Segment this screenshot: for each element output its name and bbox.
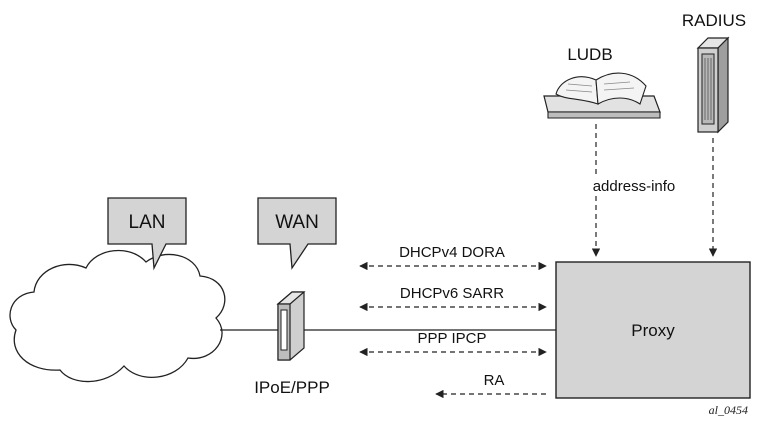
proxy-label: Proxy xyxy=(631,321,675,340)
ipoe-ppp-label: IPoE/PPP xyxy=(254,378,330,397)
lan-label: LAN xyxy=(129,212,166,233)
flow-label-ra: RA xyxy=(484,372,505,389)
flow-dhcpv6: DHCPv6 SARR xyxy=(359,285,547,312)
figure-id: al_0454 xyxy=(709,403,748,417)
flow-ra: RA xyxy=(435,372,546,399)
address-info-label: address-info xyxy=(593,178,676,195)
ludb-label: LUDB xyxy=(567,45,612,64)
cloud-icon xyxy=(9,249,226,383)
lan-callout: LAN xyxy=(107,197,187,271)
book-icon xyxy=(543,72,661,119)
wan-callout: WAN xyxy=(257,197,337,270)
flow-label-dhcpv6: DHCPv6 SARR xyxy=(400,285,504,302)
flow-label-ppp-ipcp: PPP IPCP xyxy=(418,330,487,347)
proxy-box: Proxy xyxy=(555,261,751,399)
flow-label-dhcpv4: DHCPv4 DORA xyxy=(399,244,505,261)
server-icon xyxy=(696,36,730,134)
wan-label: WAN xyxy=(275,212,319,233)
flow-ppp-ipcp: PPP IPCP xyxy=(359,330,547,357)
modem-icon xyxy=(276,291,306,361)
flow-dhcpv4: DHCPv4 DORA xyxy=(359,244,547,271)
radius-label: RADIUS xyxy=(682,11,746,30)
address-info-label-bg: address-info xyxy=(592,176,680,196)
